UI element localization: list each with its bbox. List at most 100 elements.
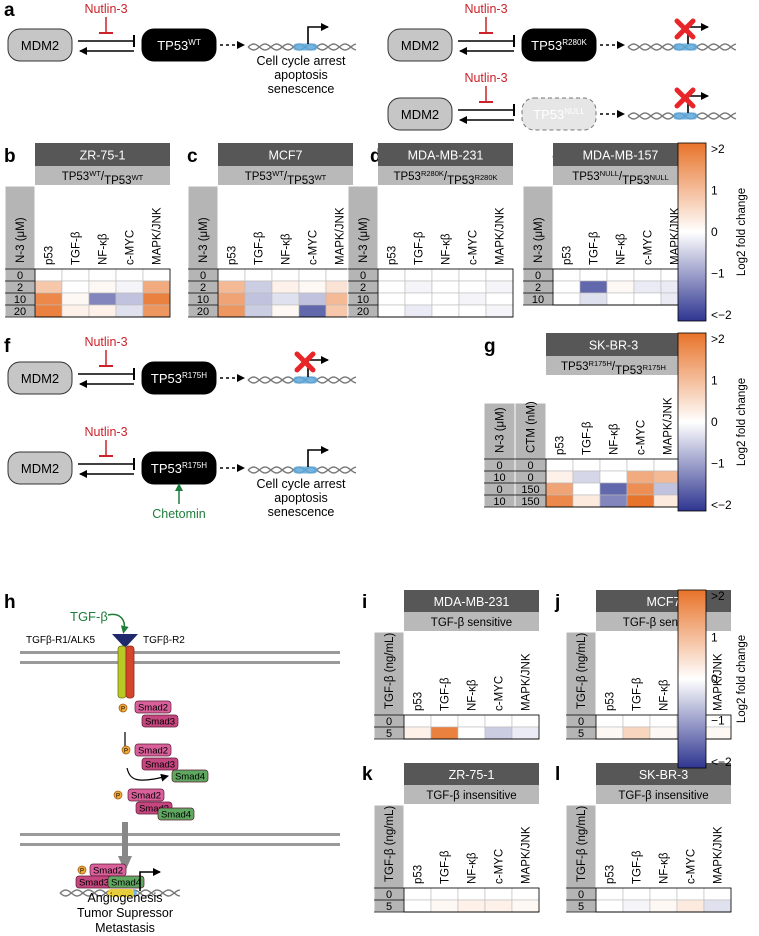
outcome-line: senescence [268,82,335,96]
row-axis-box [565,804,597,913]
column-label: c-MYC [686,849,698,884]
heatmap-cell [430,899,459,913]
mdm2-box [387,97,453,131]
heatmap-cell [458,292,487,306]
smad-box [127,788,165,802]
heatmap-cell [545,458,574,472]
heatmap-cell [404,280,433,294]
row-axis-box [522,185,554,306]
tp53-label: TP53WT [157,38,201,53]
heatmap-cell [595,726,624,740]
mdm2-label: MDM2 [21,38,59,53]
smad-binding-site [108,889,134,897]
column-label: MAPK/JNK [713,826,725,884]
heatmap-cell [271,292,300,306]
heatmap-cell [142,268,171,282]
genotype-part: TP53 [615,365,643,377]
mdm2-box [7,361,73,395]
heatmap-subtitle: TGF-β sensitive [431,617,512,629]
smad-label: Smad4 [175,772,205,783]
mdm2-box [387,28,453,62]
row-label: 0 [527,460,533,472]
heatmap-cell [633,280,662,294]
outcome-tumor-suppressor: Tumor Supressor [77,906,173,920]
column-label: NF-κβ [467,679,479,711]
row-label: 10 [357,294,369,306]
row-label: 0 [360,270,366,282]
heatmap-cell [458,280,487,294]
heatmap-cell [431,280,460,294]
genotype-part: TP53 [622,175,650,187]
outcome-angiogenesis: Angiogenesis [87,891,162,905]
heatmap-cell [703,726,732,740]
row-label: 20 [14,306,26,318]
heatmap-subtitle-bar [35,166,170,185]
heatmap-cell [626,470,655,484]
tp53-box [141,28,217,62]
column-label: TGF-β [440,677,452,711]
grid-border [595,714,732,740]
colorbar-tick-label: >2 [711,142,725,156]
heatmap-cell [649,726,678,740]
heatmap-title-bar [553,143,688,166]
column-label: NF-κβ [281,233,293,265]
heatmap-cell [377,268,406,282]
row-axis-box [187,185,219,318]
smad-box [134,700,172,714]
tgf-beta-ligand-label: TGF-β [70,609,108,624]
heatmap-cell [430,726,459,740]
row-label: 10 [14,294,26,306]
heatmap-cell [244,304,273,318]
smad-label: Smad3 [145,760,175,771]
heatmap-cell [653,470,682,484]
heatmap-cell [653,494,682,508]
row-label: 0 [386,889,392,901]
column-label: MAPK/JNK [713,653,725,711]
phosphate-icon [77,865,87,875]
genotype-part: TP53 [287,175,315,187]
genotype-part: TP53 [393,171,421,183]
heatmap-cell [88,280,117,294]
heatmap-cell [622,714,651,728]
smad-label: Smad2 [138,746,168,757]
row-axis-box [565,631,597,740]
column-label: TGF-β [632,677,644,711]
nutlin-label: Nutlin-3 [84,2,127,16]
heatmap-cell [403,714,432,728]
heatmap-cell [457,726,486,740]
heatmap-title: MCF7 [646,595,680,609]
row-axis-label: N-3 (μM) [198,217,210,263]
column-label: MAPK/JNK [663,397,675,455]
column-label: p53 [555,436,567,455]
membrane-line [20,651,340,654]
smad-box [157,807,195,821]
heatmap-cell [377,304,406,318]
genotype-part: R175H [643,363,666,372]
smad-label: Smad4 [161,810,191,821]
tp53-sup: R175H [182,461,207,470]
dna-strand-icon [247,376,357,384]
heatmap-subtitle-bar [218,166,353,185]
phosphate-label: P [121,707,125,713]
heatmap-cell [622,726,651,740]
heatmap-cell [633,292,662,306]
heatmap-title-bar [378,143,513,166]
phosphate-icon [121,745,131,755]
row-label: 0 [17,270,23,282]
heatmap-cell [599,482,628,496]
heatmap-cell [606,268,635,282]
heatmap-cell [115,268,144,282]
colorbar-tick-label: 1 [711,184,718,198]
tp53-label: TP53R175H [151,371,207,386]
genotype-part: NULL [600,169,619,178]
column-label: p53 [605,692,617,711]
colorbar-tick-label: −1 [711,457,725,471]
tp53-base: TP53 [151,371,182,386]
heatmap-title: SK-BR-3 [589,339,638,353]
